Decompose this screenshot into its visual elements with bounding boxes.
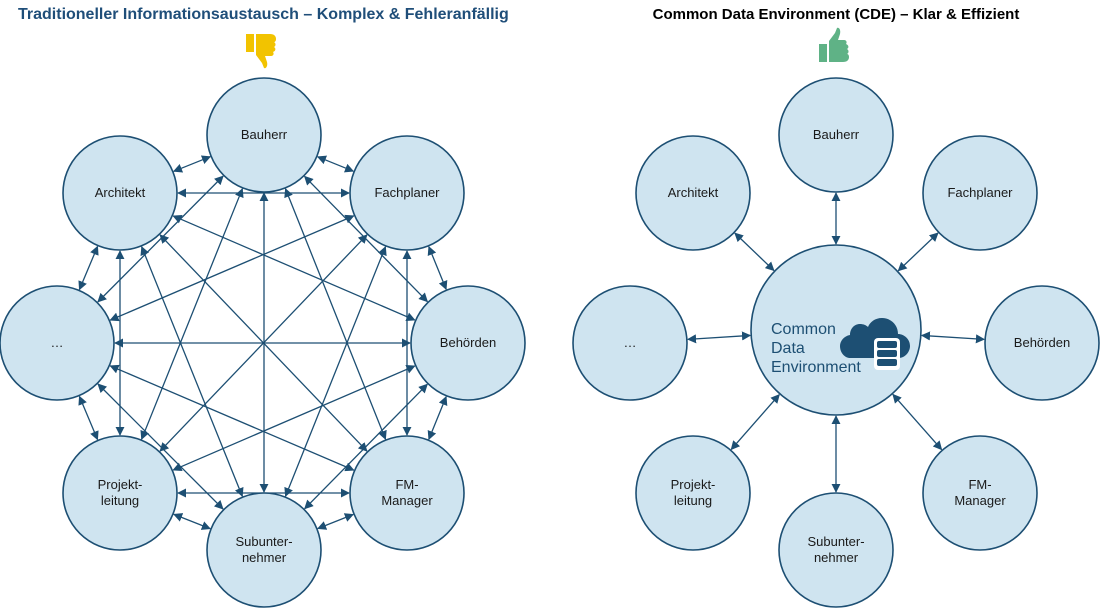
node-label: Subunter-nehmer [807,534,864,565]
node-label: Architekt [668,185,719,200]
right-stakeholder-nodes: BauherrFachplanerBehördenFM-ManagerSubun… [572,77,1100,608]
edge-etc-architekt [78,245,99,291]
node-circle [349,435,465,551]
node-label: Behörden [440,335,496,350]
left-node-architekt: Architekt [62,135,178,251]
left-node-etc: … [0,285,115,401]
node-label: Projekt-leitung [98,477,143,508]
node-label: … [624,335,637,350]
node-label: Bauherr [241,127,288,142]
node-circle [572,285,688,401]
left-stakeholder-nodes: BauherrFachplanerBehördenFM-ManagerSubun… [0,77,526,608]
node-circle [635,135,751,251]
edge-bauherr-architekt [172,155,212,173]
left-node-fm-manager: FM-Manager [349,435,465,551]
left-node-subunternehmer: Subunter-nehmer [206,492,322,608]
left-node-projektleitung: Projekt-leitung [62,435,178,551]
edge-fachplaner-behoerden [427,245,448,291]
right-node-etc: … [572,285,688,401]
edge-bauherr-fachplaner [316,155,355,173]
right-panel-title: Common Data Environment (CDE) – Klar & E… [652,6,1020,23]
node-circle [0,285,115,401]
node-circle [922,135,1038,251]
thumbs-up-icon [819,27,849,63]
left-node-behoerden: Behörden [410,285,526,401]
right-node-fachplaner: Fachplaner [922,135,1038,251]
node-circle [984,285,1100,401]
left-panel-title: Traditioneller Informationsaustausch – K… [18,6,509,23]
right-connection-lines [686,192,986,493]
cloud-database-icon [840,318,910,370]
node-label: Bauherr [813,127,860,142]
node-circle [922,435,1038,551]
cde-center-node: Common Data Environment [750,244,922,416]
node-label: Fachplaner [947,185,1013,200]
edge-projektleitung-cde [730,393,780,451]
node-circle [410,285,526,401]
right-node-bauherr: Bauherr [778,77,894,193]
node-label: Fachplaner [374,185,440,200]
edge-subunternehmer-projektleitung [173,513,211,530]
left-node-fachplaner: Fachplaner [349,135,465,251]
edge-architekt-cde [734,232,775,272]
edge-behoerden-cde [920,331,986,344]
node-circle [62,135,178,251]
right-node-architekt: Architekt [635,135,751,251]
node-circle [778,492,894,608]
node-label: FM-Manager [954,477,1006,508]
right-node-subunternehmer: Subunter-nehmer [778,492,894,608]
cde-circle [750,244,922,416]
node-label: … [51,335,64,350]
cde-label: Common Data Environment [771,321,861,376]
node-circle [349,135,465,251]
right-node-behoerden: Behörden [984,285,1100,401]
node-label: Behörden [1014,335,1070,350]
edge-etc-cde [686,331,752,344]
node-label: Projekt-leitung [671,477,716,508]
node-label: FM-Manager [381,477,433,508]
node-circle [206,492,322,608]
edge-behoerden-fm-manager [427,395,448,441]
right-node-projektleitung: Projekt-leitung [635,435,751,551]
edge-projektleitung-etc [78,395,99,441]
node-circle [62,435,178,551]
thumbs-down-icon [246,34,276,69]
node-circle [635,435,751,551]
node-label: Subunter-nehmer [235,534,292,565]
edge-fm-manager-cde [892,393,943,451]
node-circle [778,77,894,193]
right-node-fm-manager: FM-Manager [922,435,1038,551]
node-label: Architekt [95,185,146,200]
edge-subunternehmer-architekt [140,245,244,498]
left-node-bauherr: Bauherr [206,77,322,193]
node-circle [206,77,322,193]
edge-fm-manager-subunternehmer [317,513,354,530]
edge-fachplaner-cde [897,232,939,272]
